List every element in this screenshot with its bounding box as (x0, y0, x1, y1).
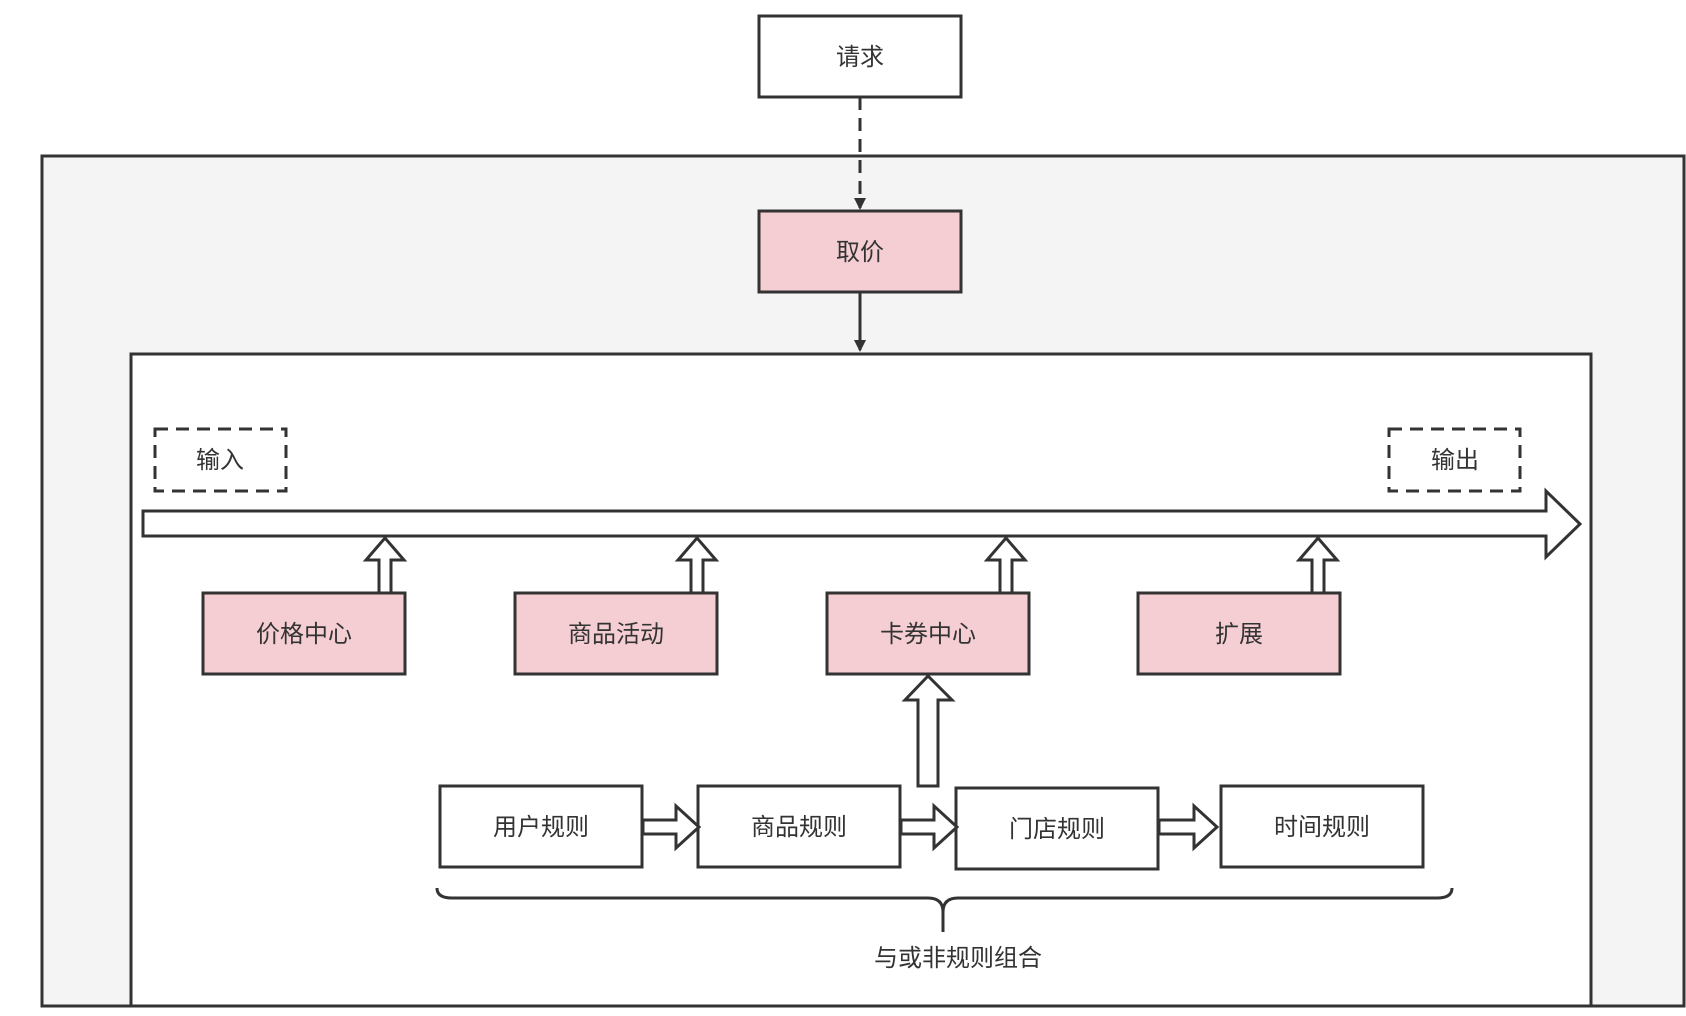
get-price-label: 取价 (836, 238, 884, 266)
output-label: 输出 (1431, 446, 1479, 474)
request-label: 请求 (836, 43, 884, 71)
extension-label: 扩展 (1215, 620, 1263, 648)
pipeline-container (129, 352, 1593, 1008)
input-label: 输入 (196, 446, 244, 474)
input-node: 输入 (153, 427, 288, 493)
store-rule-label: 门店规则 (1009, 815, 1105, 843)
user-rule-node: 用户规则 (438, 784, 644, 869)
rule-combination-caption: 与或非规则组合 (874, 944, 1042, 972)
product-to-store-rule-arrow (899, 802, 960, 852)
time-rule-node: 时间规则 (1219, 784, 1425, 869)
price-center-node: 价格中心 (201, 591, 407, 676)
extension-node: 扩展 (1136, 591, 1342, 676)
coupon-center-up-arrow (983, 535, 1029, 595)
price-center-up-arrow (362, 535, 408, 595)
coupon-center-label: 卡券中心 (880, 620, 976, 648)
output-node: 输出 (1387, 427, 1522, 493)
main-pipeline-arrow (141, 487, 1583, 561)
product-activity-label: 商品活动 (568, 620, 664, 648)
extension-up-arrow (1295, 535, 1341, 595)
product-rule-label: 商品规则 (751, 813, 847, 841)
store-to-time-rule-arrow (1157, 802, 1220, 852)
time-rule-label: 时间规则 (1274, 813, 1370, 841)
product-rule-node: 商品规则 (696, 784, 902, 869)
user-rule-label: 用户规则 (493, 813, 589, 841)
price-center-label: 价格中心 (256, 620, 352, 648)
coupon-center-node: 卡券中心 (825, 591, 1031, 676)
product-activity-up-arrow (674, 535, 720, 595)
request-node: 请求 (757, 14, 963, 99)
get-price-node: 取价 (757, 209, 963, 294)
store-rule-node: 门店规则 (954, 786, 1160, 871)
rule-group-brace (435, 887, 1454, 932)
product-activity-node: 商品活动 (513, 591, 719, 676)
rules-to-coupon-arrow (901, 673, 956, 788)
user-to-product-rule-arrow (641, 802, 702, 852)
